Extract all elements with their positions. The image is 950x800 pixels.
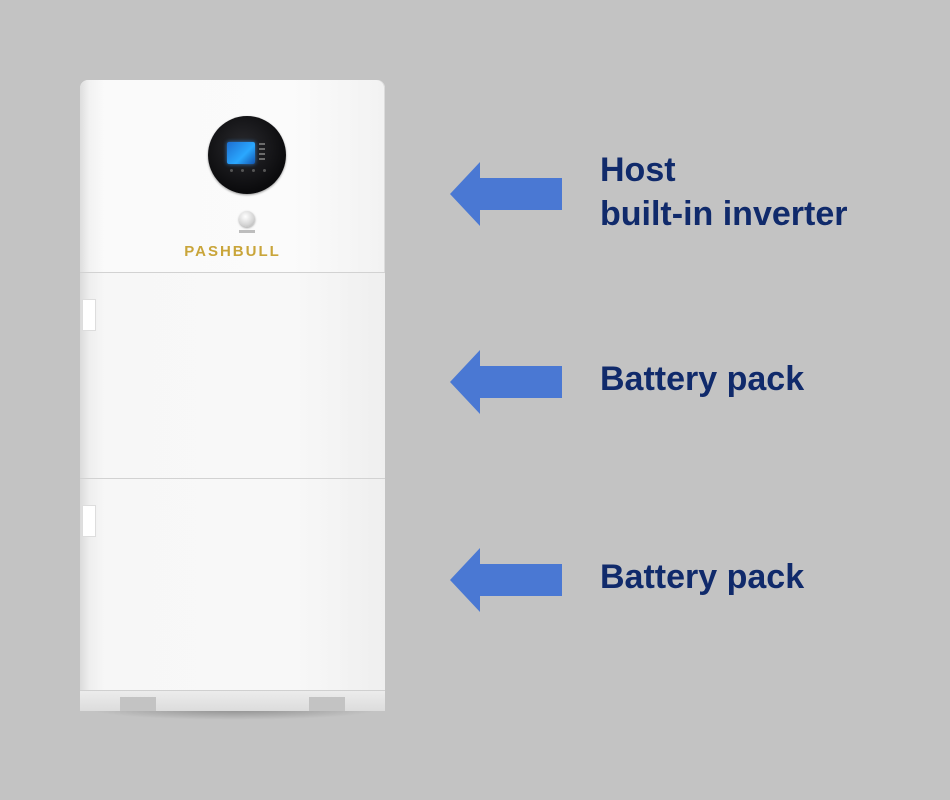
arrow-left-icon — [450, 548, 562, 612]
power-button-label — [239, 230, 255, 233]
status-led — [259, 148, 265, 150]
battery-handle — [82, 299, 96, 331]
display-buttons — [230, 169, 266, 172]
status-led — [259, 158, 265, 160]
battery-handle — [82, 505, 96, 537]
display-button — [230, 169, 233, 172]
arrow-left-icon — [450, 350, 562, 414]
status-led — [259, 153, 265, 155]
status-led — [259, 143, 265, 145]
host-label: Host — [600, 151, 676, 189]
power-button-icon — [239, 211, 255, 227]
base-foot-notch — [120, 697, 156, 711]
display-button — [241, 169, 244, 172]
status-leds — [259, 143, 265, 163]
display-button — [252, 169, 255, 172]
battery-pack-module-1 — [80, 272, 385, 479]
host-side-panel — [80, 80, 90, 272]
battery-side-panel — [80, 479, 90, 691]
energy-storage-system: PASHBULL — [80, 80, 385, 720]
inverter-label: built-in inverter — [600, 195, 848, 233]
battery-pack-module-2 — [80, 478, 385, 691]
lcd-screen — [227, 142, 255, 164]
battery-side-panel — [80, 273, 90, 479]
base-foot-notch — [309, 697, 345, 711]
brand-logo: PASHBULL — [184, 243, 281, 260]
host-inverter-module: PASHBULL — [80, 80, 385, 272]
display-window — [208, 116, 286, 194]
battery-pack-label: Battery pack — [600, 558, 805, 596]
arrow-left-icon — [450, 162, 562, 226]
battery-pack-label: Battery pack — [600, 360, 805, 398]
device-base — [80, 690, 385, 711]
display-button — [263, 169, 266, 172]
